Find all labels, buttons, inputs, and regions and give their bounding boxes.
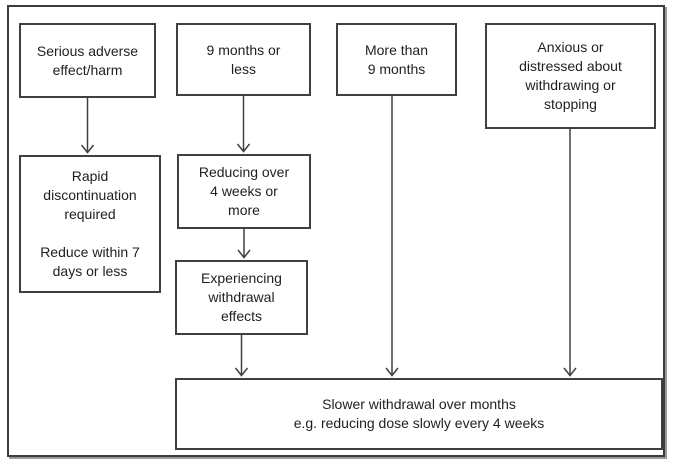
box-reducing-over-4-weeks: Reducing over 4 weeks or more — [177, 154, 311, 229]
box-experiencing-withdrawal-effects-label: Experiencing withdrawal effects — [201, 270, 282, 324]
arrow-anxious-to-slower — [563, 129, 577, 377]
box-reducing-over-4-weeks-label: Reducing over 4 weeks or more — [198, 164, 290, 218]
box-slower-withdrawal: Slower withdrawal over months e.g. reduc… — [175, 378, 663, 450]
box-anxious-or-distressed: Anxious or distressed about withdrawing … — [485, 23, 656, 129]
box-slower-withdrawal-label: Slower withdrawal over months e.g. reduc… — [293, 396, 545, 431]
box-nine-months-or-less: 9 months or less — [176, 23, 311, 96]
arrow-serious-to-rapid — [80, 98, 95, 154]
box-nine-months-or-less-label: 9 months or less — [206, 41, 281, 77]
box-more-than-nine-months-label: More than 9 months — [364, 41, 429, 77]
box-rapid-discontinuation: Rapid discontinuation required Reduce wi… — [19, 155, 161, 293]
box-more-than-nine-months: More than 9 months — [336, 23, 457, 96]
box-serious-adverse-effect: Serious adverse effect/harm — [19, 23, 156, 98]
arrow-morethan-to-slower — [385, 96, 399, 377]
arrow-experiencing-to-slower — [234, 335, 249, 377]
box-rapid-discontinuation-label: Rapid discontinuation required Reduce wi… — [40, 168, 140, 279]
arrow-nine-to-reducing — [236, 96, 251, 153]
arrow-reducing-to-experiencing — [237, 229, 251, 259]
box-anxious-or-distressed-label: Anxious or distressed about withdrawing … — [519, 39, 622, 112]
box-serious-adverse-effect-label: Serious adverse effect/harm — [36, 42, 139, 78]
box-experiencing-withdrawal-effects: Experiencing withdrawal effects — [175, 260, 308, 335]
